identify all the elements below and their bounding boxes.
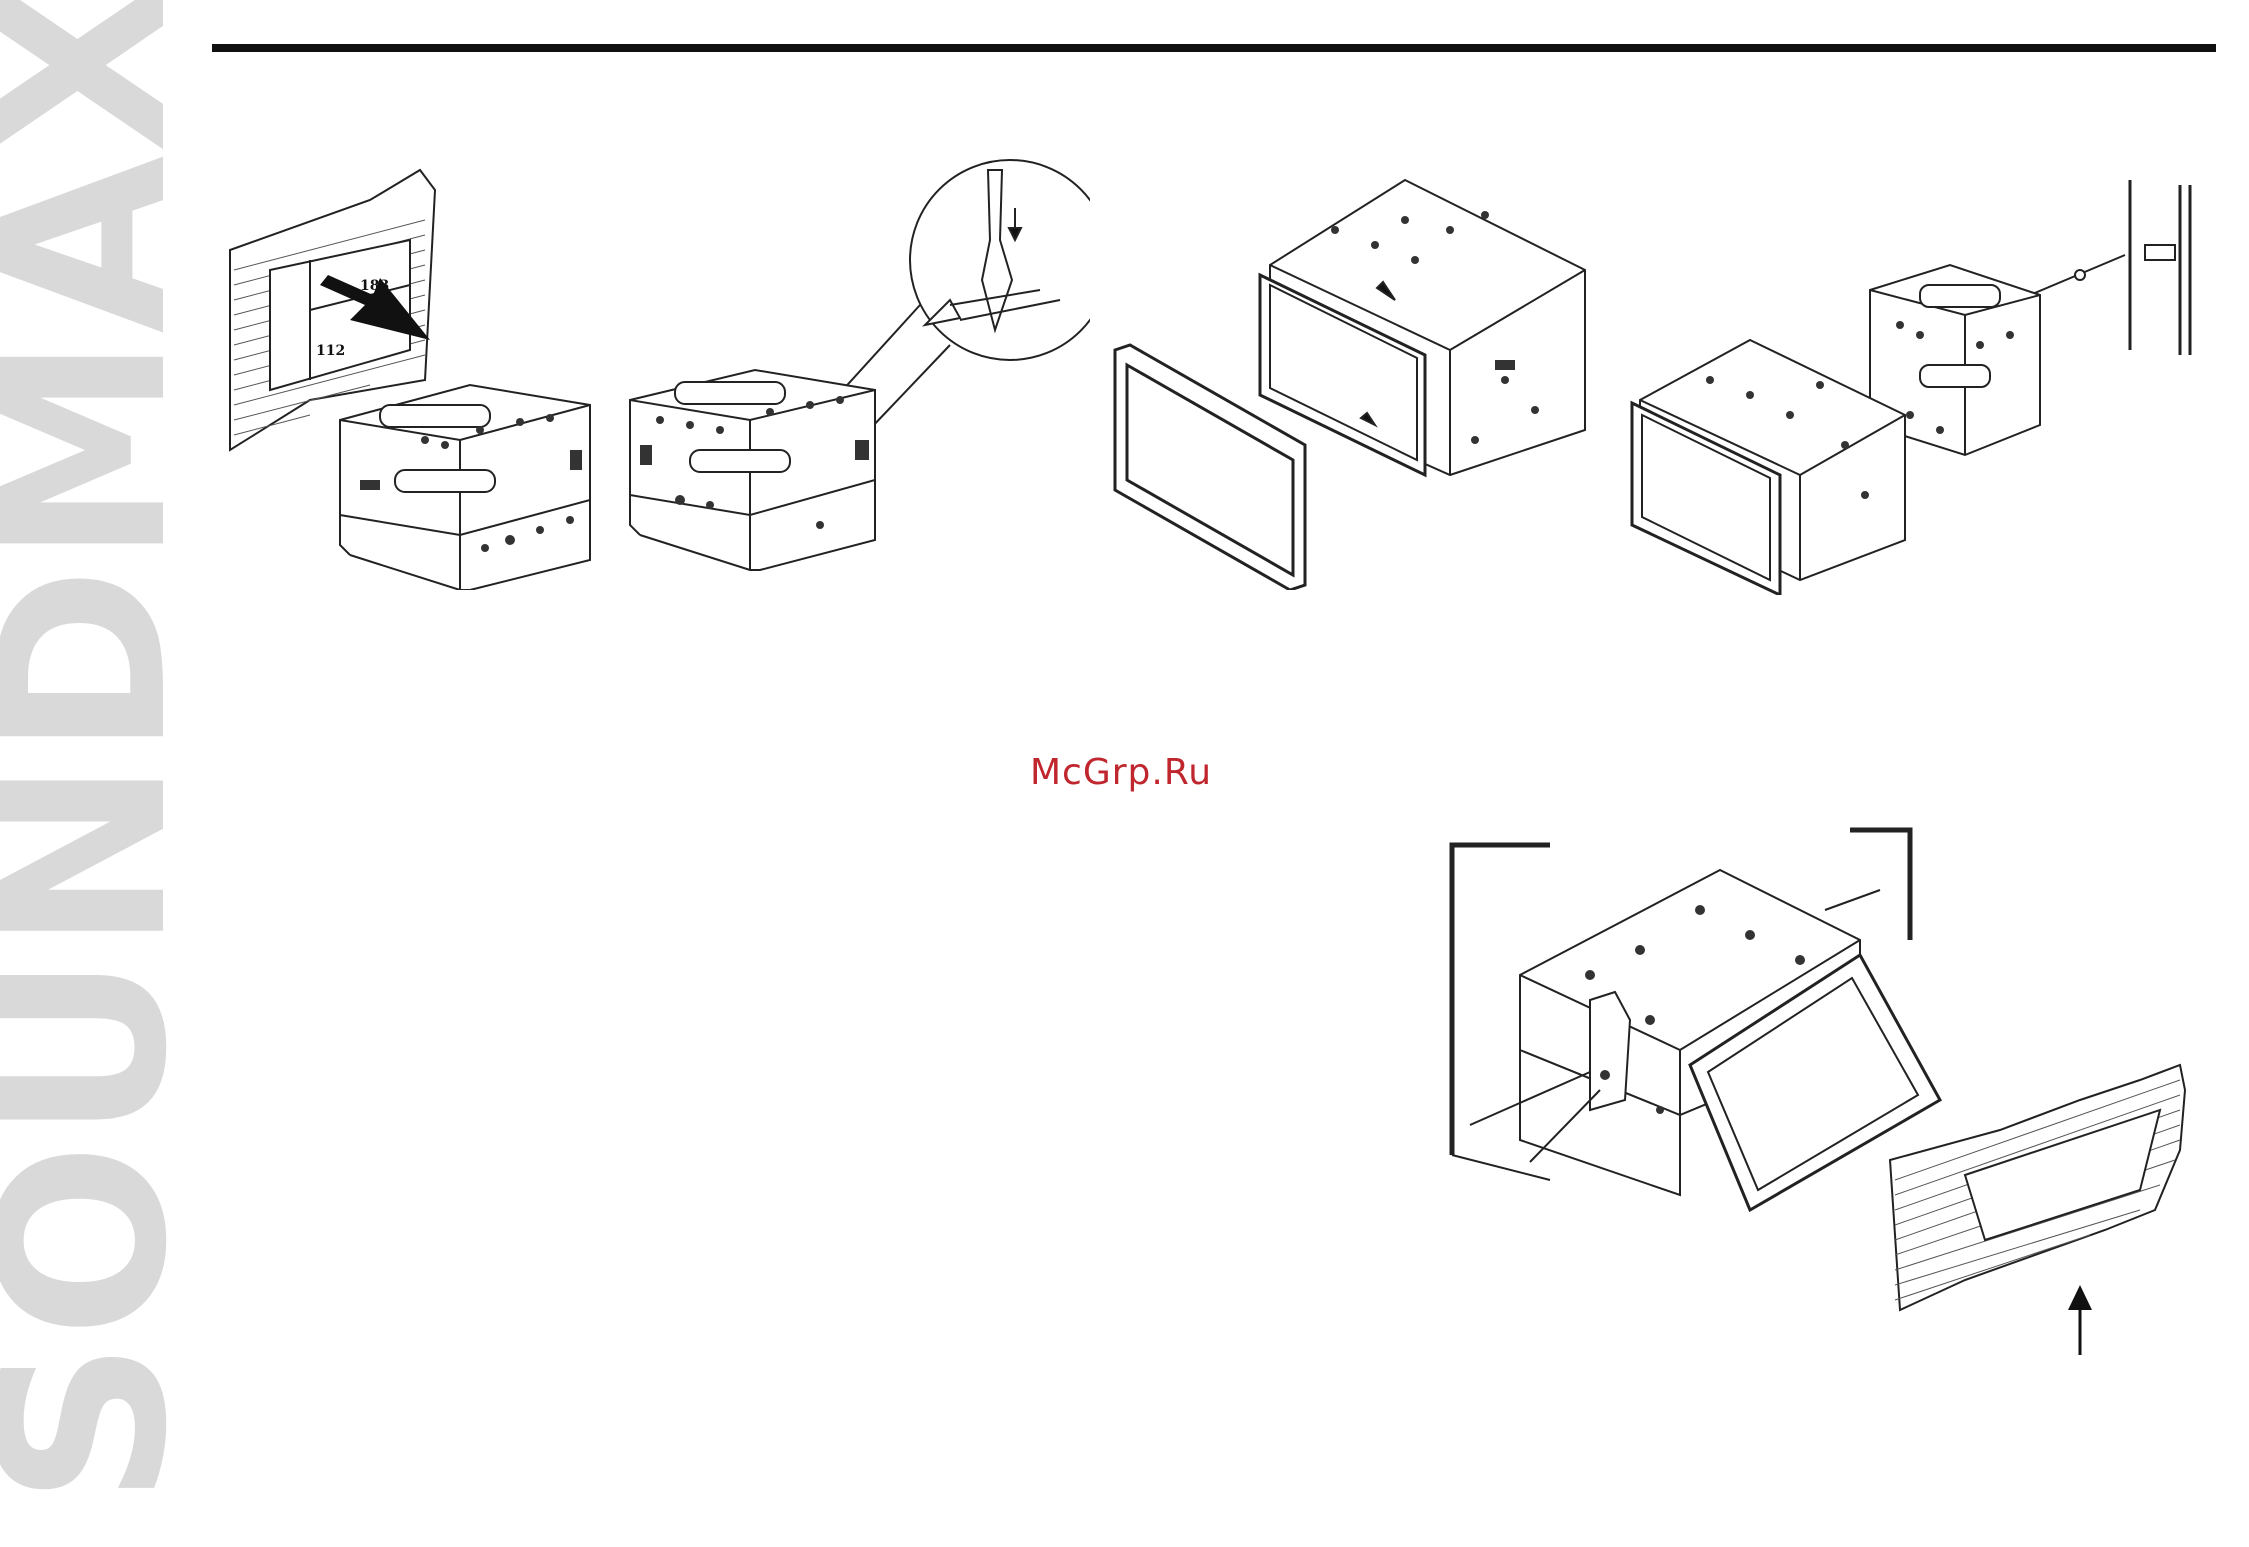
watermark-text: McGrp.Ru [1030, 752, 1212, 793]
figure-dash-opening: 183 112 [220, 160, 600, 590]
brand-vertical-logo: SOUNDMAX [5, 0, 165, 1545]
dash-wall [2130, 180, 2190, 355]
head-unit-chassis [1260, 180, 1585, 475]
screw-icon [2030, 255, 2125, 295]
figure-rear-screw [1620, 175, 2210, 595]
header-rule [212, 44, 2216, 52]
head-unit-angled [1520, 870, 1940, 1210]
head-unit-side [1632, 340, 1905, 595]
insert-up-arrow-icon [2068, 1285, 2092, 1355]
height-dimension-label: 112 [316, 343, 345, 359]
figure-trim-frame [1105, 170, 1615, 590]
mounting-sleeve [340, 385, 590, 590]
figure-sleeve-tabs [620, 150, 1090, 600]
figure-bracket-install [1440, 810, 2210, 1370]
sleeve-with-tabs [630, 370, 875, 570]
